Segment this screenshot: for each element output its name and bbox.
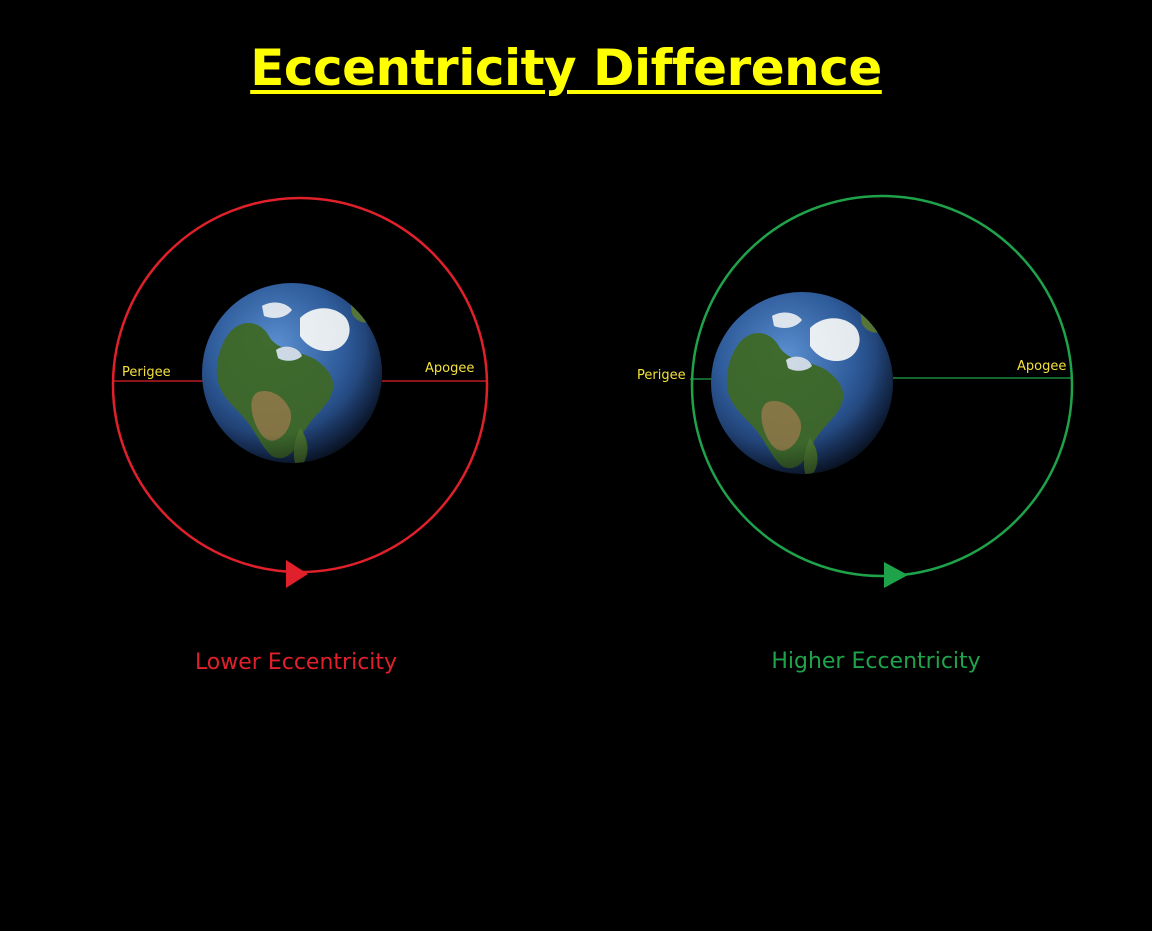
orbit-direction-arrow-icon — [286, 560, 308, 588]
earth-globe-icon — [202, 283, 382, 463]
higher-apogee-label: Apogee — [1017, 359, 1066, 374]
lower-apogee-label: Apogee — [425, 361, 474, 376]
higher-eccentricity-diagram: Perigee Apogee Higher Eccentricity — [637, 194, 1074, 674]
lower-perigee-label: Perigee — [122, 365, 171, 380]
higher-perigee-label: Perigee — [637, 368, 686, 383]
lower-eccentricity-caption: Lower Eccentricity — [195, 650, 397, 675]
orbit-direction-arrow-icon — [884, 562, 908, 588]
higher-eccentricity-caption: Higher Eccentricity — [771, 649, 980, 674]
earth-globe-icon — [711, 292, 893, 474]
page-title: Eccentricity Difference — [250, 39, 882, 97]
higher-orbit-ring — [690, 194, 1074, 578]
lower-eccentricity-diagram: Perigee Apogee Lower Eccentricity — [111, 196, 489, 675]
